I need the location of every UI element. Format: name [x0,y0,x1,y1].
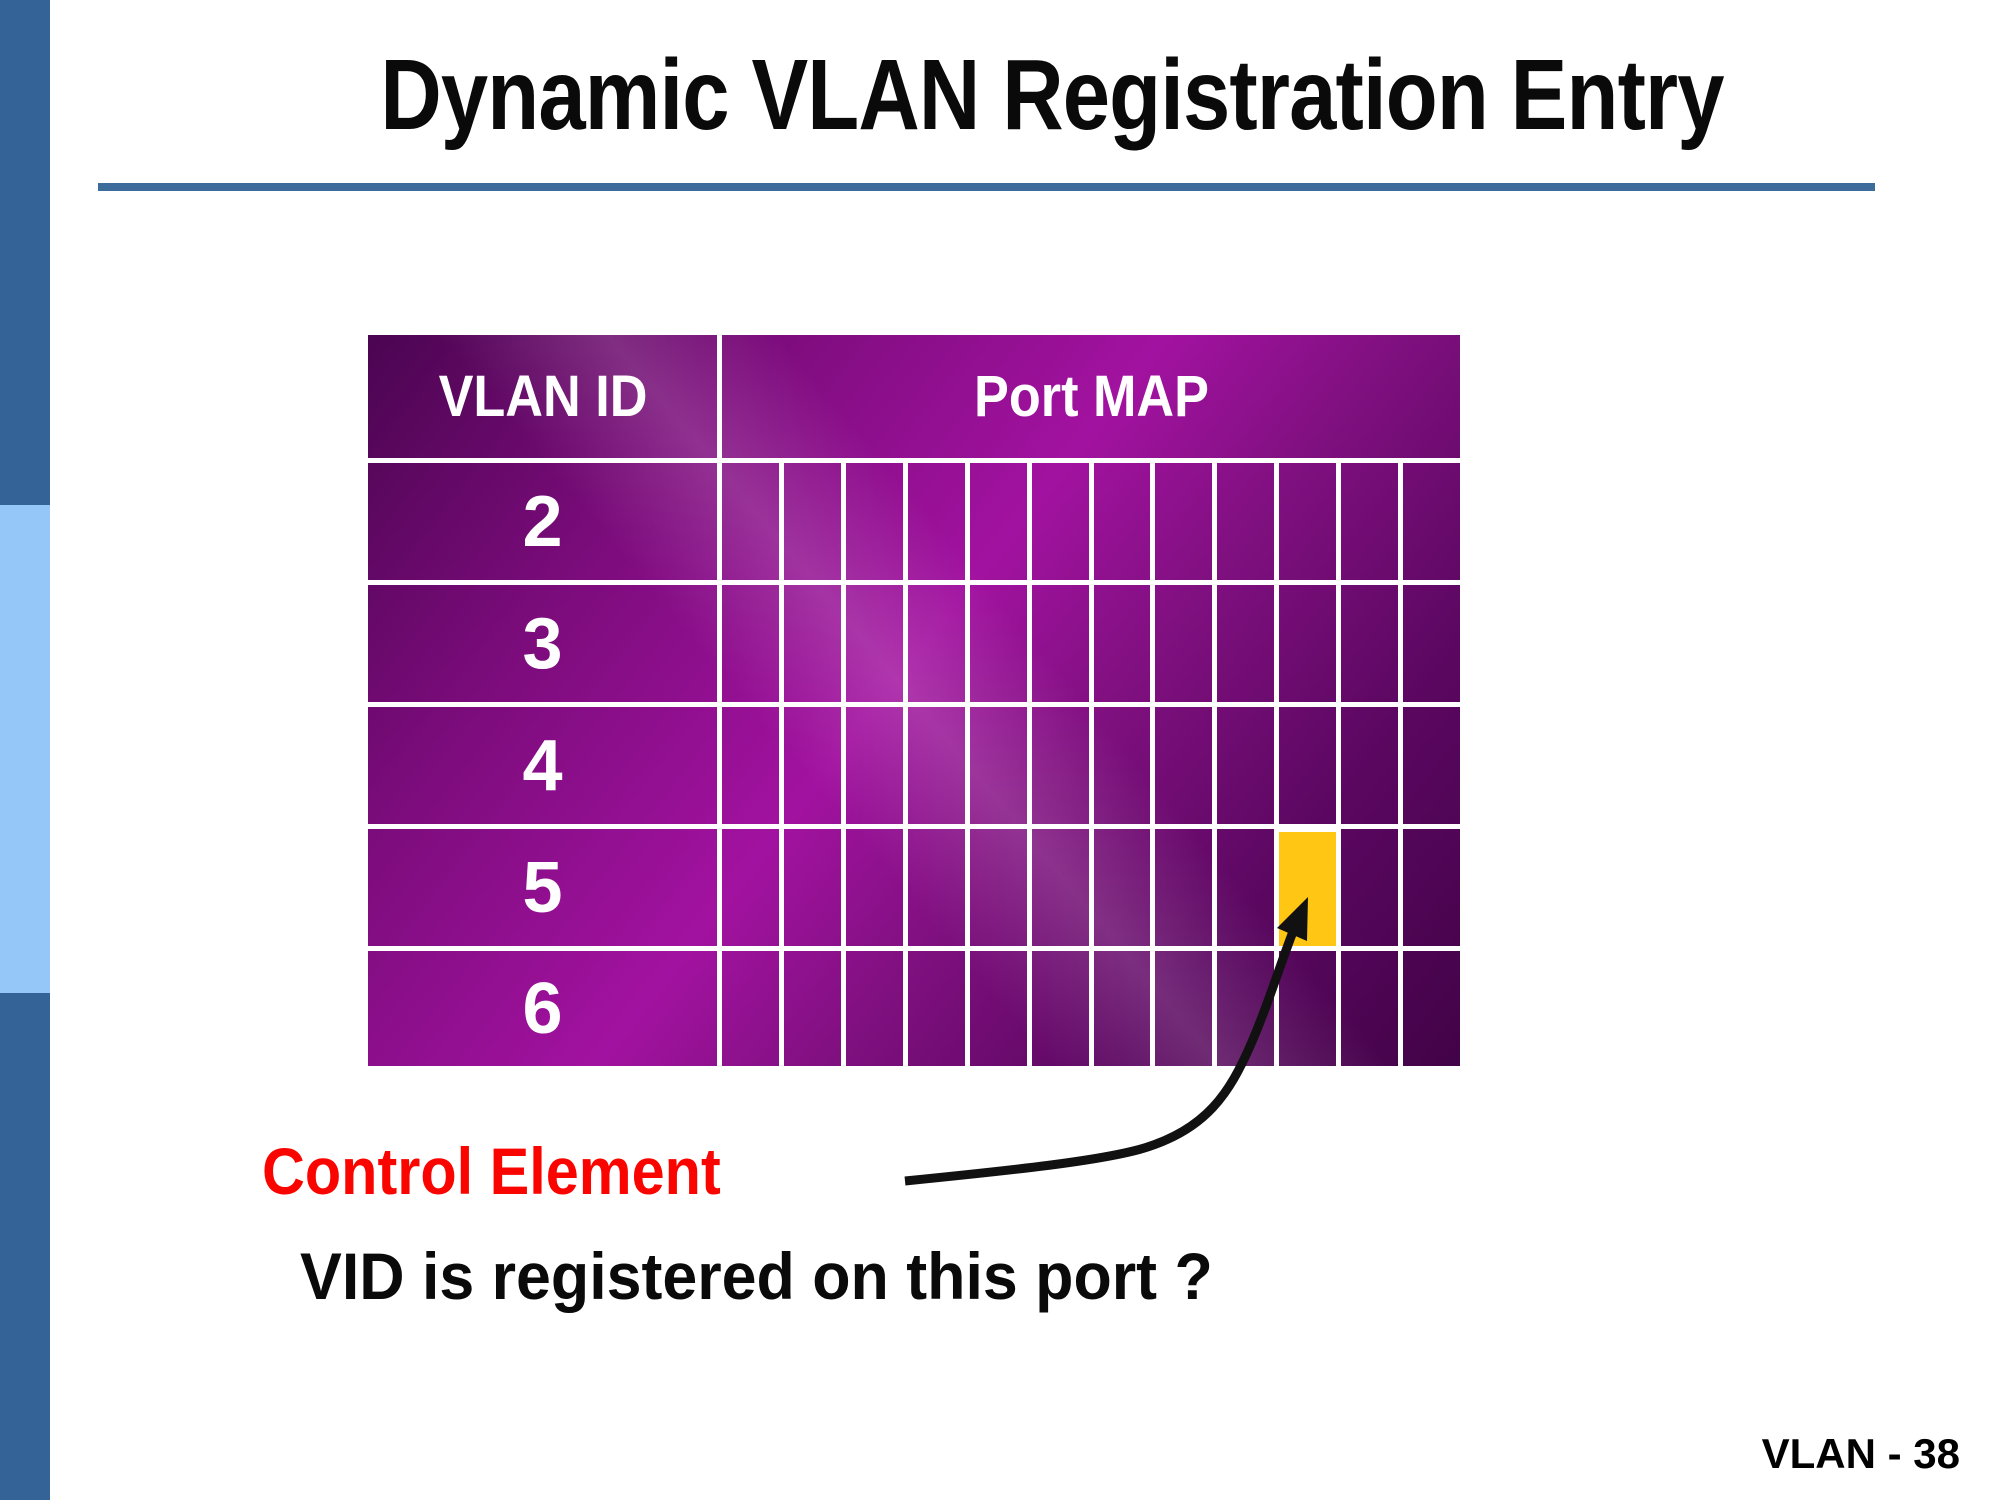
port-cell [722,707,779,824]
port-cell [902,707,965,824]
port-map-header-label: Port MAP [973,364,1209,429]
port-cell [840,951,903,1066]
port-cell [1150,829,1212,946]
port-cell [1088,829,1151,946]
port-map-cells [722,585,1460,702]
port-cell [1026,585,1089,702]
port-cell [1088,463,1151,580]
port-map-cells [722,463,1460,580]
port-cell [964,707,1027,824]
page-number: VLAN - 38 [1761,1430,1960,1477]
port-cell [840,463,903,580]
port-cell [1336,707,1398,824]
sidebar-accent-top [0,0,50,505]
vlan-id-label: 2 [368,463,722,580]
port-cell [778,829,841,946]
port-cell [1026,463,1089,580]
port-cell [1398,463,1460,580]
port-cell [1150,585,1212,702]
port-cell [1088,707,1151,824]
port-cell [1274,951,1336,1066]
port-cell [722,463,779,580]
port-cell [1212,951,1274,1066]
sidebar-accent-middle [0,505,50,993]
port-cell [902,463,965,580]
port-cell [964,951,1027,1066]
port-cell [1212,707,1274,824]
port-cell [1336,951,1398,1066]
port-cell [1336,585,1398,702]
port-cell [964,463,1027,580]
port-cell [778,585,841,702]
vlan-row: 2 [368,463,1460,585]
port-cell [722,829,779,946]
port-cell [902,951,965,1066]
vlan-id-label: 6 [368,951,722,1066]
port-map-cells [722,707,1460,824]
vlan-row: 4 [368,707,1460,829]
port-cell [1088,951,1151,1066]
slide-title: Dynamic VLAN Registration Entry [380,39,1724,151]
port-cell [1274,707,1336,824]
vlan-id-header-cell: VLAN ID [368,335,722,458]
port-cell [1150,707,1212,824]
port-cell [1212,463,1274,580]
control-element-label: Control Element [262,1134,721,1208]
port-cell [840,585,903,702]
sidebar-accent-bottom [0,993,50,1500]
port-cell [964,829,1027,946]
port-cell [1212,829,1274,946]
port-cell [1026,707,1089,824]
port-cell [1212,585,1274,702]
port-cell [778,463,841,580]
port-cell [1088,585,1151,702]
vlan-row: 3 [368,585,1460,707]
port-cell [1336,829,1398,946]
port-cell [722,951,779,1066]
port-map-cells [722,951,1460,1066]
port-cell [840,829,903,946]
port-cell [1398,829,1460,946]
port-cell [1150,463,1212,580]
port-cell [1150,951,1212,1066]
title-underline [98,183,1875,191]
port-map-cells [722,829,1460,946]
port-cell [1274,585,1336,702]
vlan-id-label: 5 [368,829,722,946]
vlan-id-label: 4 [368,707,722,824]
port-cell [778,707,841,824]
vlan-id-header-label: VLAN ID [438,364,647,429]
port-cell [1336,463,1398,580]
vlan-row: 6 [368,951,1460,1066]
port-cell [1026,951,1089,1066]
highlighted-port-cell [1274,829,1337,946]
port-cell [902,829,965,946]
port-cell [902,585,965,702]
port-cell [1026,829,1089,946]
port-cell [1398,585,1460,702]
port-cell [964,585,1027,702]
port-cell [778,951,841,1066]
vlan-row: 5 [368,829,1460,951]
port-cell [1398,707,1460,824]
port-map-header-cell: Port MAP [722,335,1460,458]
vid-question-text: VID is registered on this port ? [300,1239,1213,1313]
port-cell [840,707,903,824]
table-header-row: VLAN ID Port MAP [368,335,1460,463]
port-cell [1398,951,1460,1066]
port-cell [722,585,779,702]
vlan-id-label: 3 [368,585,722,702]
port-cell [1274,463,1336,580]
